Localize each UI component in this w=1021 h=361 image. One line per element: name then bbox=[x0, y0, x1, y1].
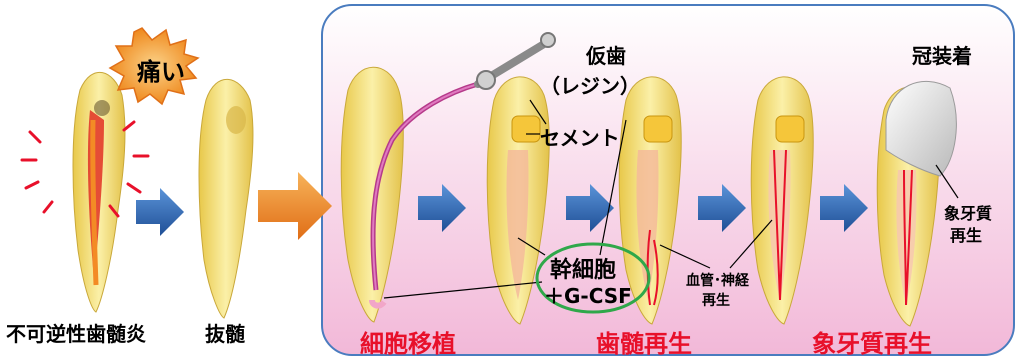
label-dentin: 象牙質 bbox=[944, 200, 992, 224]
arrow-blue-1 bbox=[136, 188, 184, 236]
burst-label: 痛い bbox=[137, 52, 185, 87]
label-resin: （レジン） bbox=[540, 70, 640, 99]
tooth-pulpectomy bbox=[199, 79, 253, 318]
step-cell-transplant: 細胞移植 bbox=[360, 324, 456, 359]
label-vessel-nerve: 血管･神経 bbox=[686, 270, 749, 290]
label-dentin-regen: 再生 bbox=[950, 222, 982, 246]
step-dentin-regeneration: 象牙質再生 bbox=[812, 324, 932, 359]
label-vessel-nerve-regen: 再生 bbox=[702, 290, 730, 310]
label-irreversible-pulpitis: 不可逆性歯髄炎 bbox=[6, 318, 146, 347]
label-pulpectomy: 抜髄 bbox=[205, 318, 245, 347]
label-temporary-tooth: 仮歯 bbox=[586, 40, 626, 69]
arrow-orange bbox=[258, 172, 332, 240]
step-pulp-regeneration: 歯髄再生 bbox=[596, 324, 692, 359]
label-cement: セメント bbox=[540, 122, 620, 151]
tooth-pulpitis bbox=[22, 72, 148, 312]
label-crown-fitting: 冠装着 bbox=[912, 40, 972, 69]
label-g-csf: ＋G-CSF bbox=[544, 280, 632, 309]
